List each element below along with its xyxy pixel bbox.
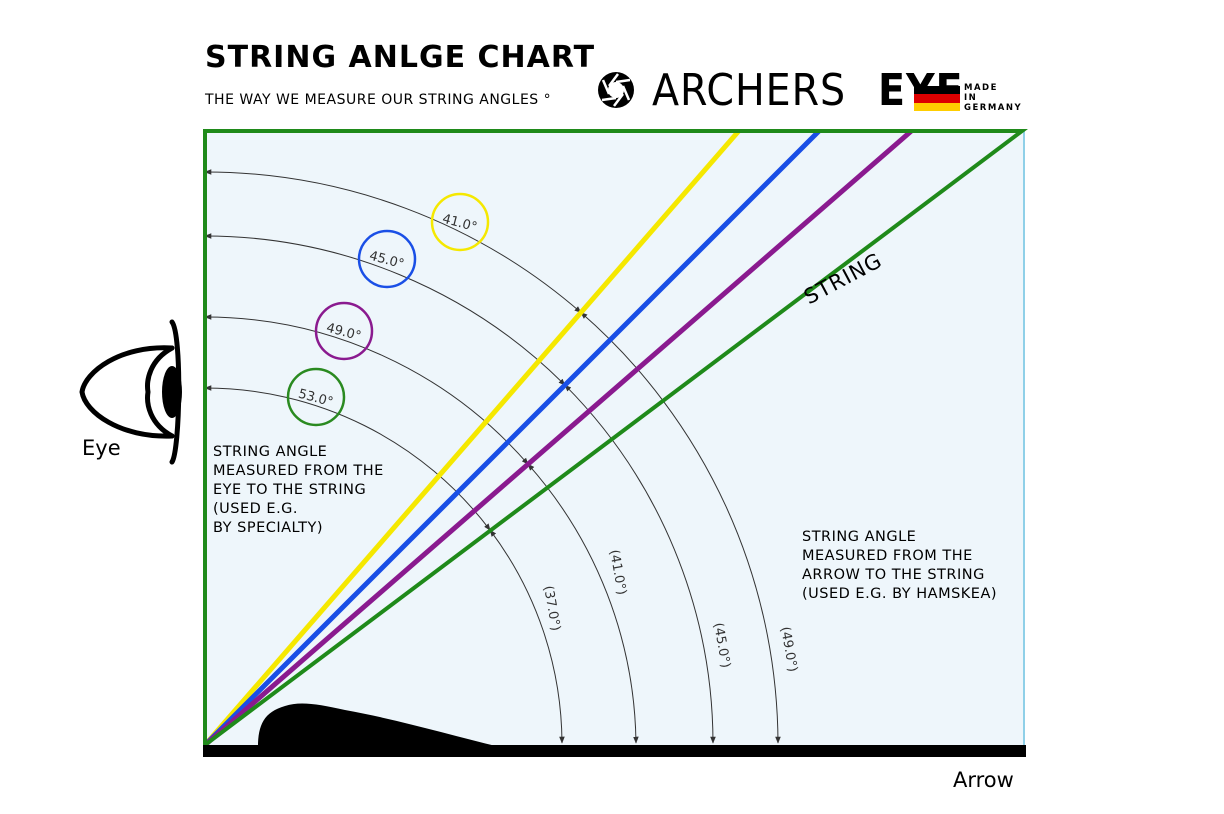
badge-circle-yellow [430,192,490,252]
measurement-arcs [204,169,781,744]
made-line-1: MADE [964,83,998,93]
note-left-line-4: (USED E.G. [213,501,299,517]
arrow-arc-yellow [580,312,781,744]
arrow-arc-purple [527,463,639,744]
eye-arc-purple [204,314,529,465]
note-right-line-1: STRING ANGLE [802,529,917,545]
note-left-line-1: STRING ANGLE [213,444,328,460]
string-lines [203,129,913,747]
note-eye-measurement: STRING ANGLE MEASURED FROM THE EYE TO TH… [213,443,403,538]
badge-circle-green [286,367,346,427]
note-left-line-2: MEASURED FROM THE [213,463,384,479]
note-left-line-5: BY SPECIALTY) [213,520,324,536]
note-right-line-4: (USED E.G. BY HAMSKEA) [802,586,998,602]
brand-logo: ARCHERS EYE [596,64,973,116]
brand-name-archers: ARCHERS [652,64,847,116]
made-line-2: IN [964,93,978,103]
string-line-purple [203,129,913,747]
arrow-arc-blue [564,384,716,744]
eye-label: Eye [82,436,121,460]
eye-arc-green [204,385,491,531]
arrow-arc-green [489,529,565,744]
string-line-blue [203,129,821,747]
reference-frame [203,129,1028,750]
germany-flag-icon [914,86,960,111]
chart-subtitle: THE WAY WE MEASURE OUR STRING ANGLES ° [205,92,552,108]
arrow-shaft [203,745,1026,757]
made-in-germany: MADE IN GERMANY [964,83,1022,113]
badge-circle-blue [357,229,417,289]
aperture-icon [598,72,634,108]
note-left-line-3: EYE TO THE STRING [213,482,367,498]
note-right-line-3: ARROW TO THE STRING [802,567,985,583]
arrow-rest-shape [258,703,500,747]
badge-circle-purple [314,301,374,361]
string-line-yellow [203,129,741,747]
note-right-line-2: MEASURED FROM THE [802,548,973,564]
arrow-label: Arrow [953,768,1014,792]
chart-title: STRING ANLGE CHART [205,40,596,75]
made-line-3: GERMANY [964,103,1023,113]
note-arrow-measurement: STRING ANGLE MEASURED FROM THE ARROW TO … [802,528,1022,604]
eye-icon [79,319,182,465]
